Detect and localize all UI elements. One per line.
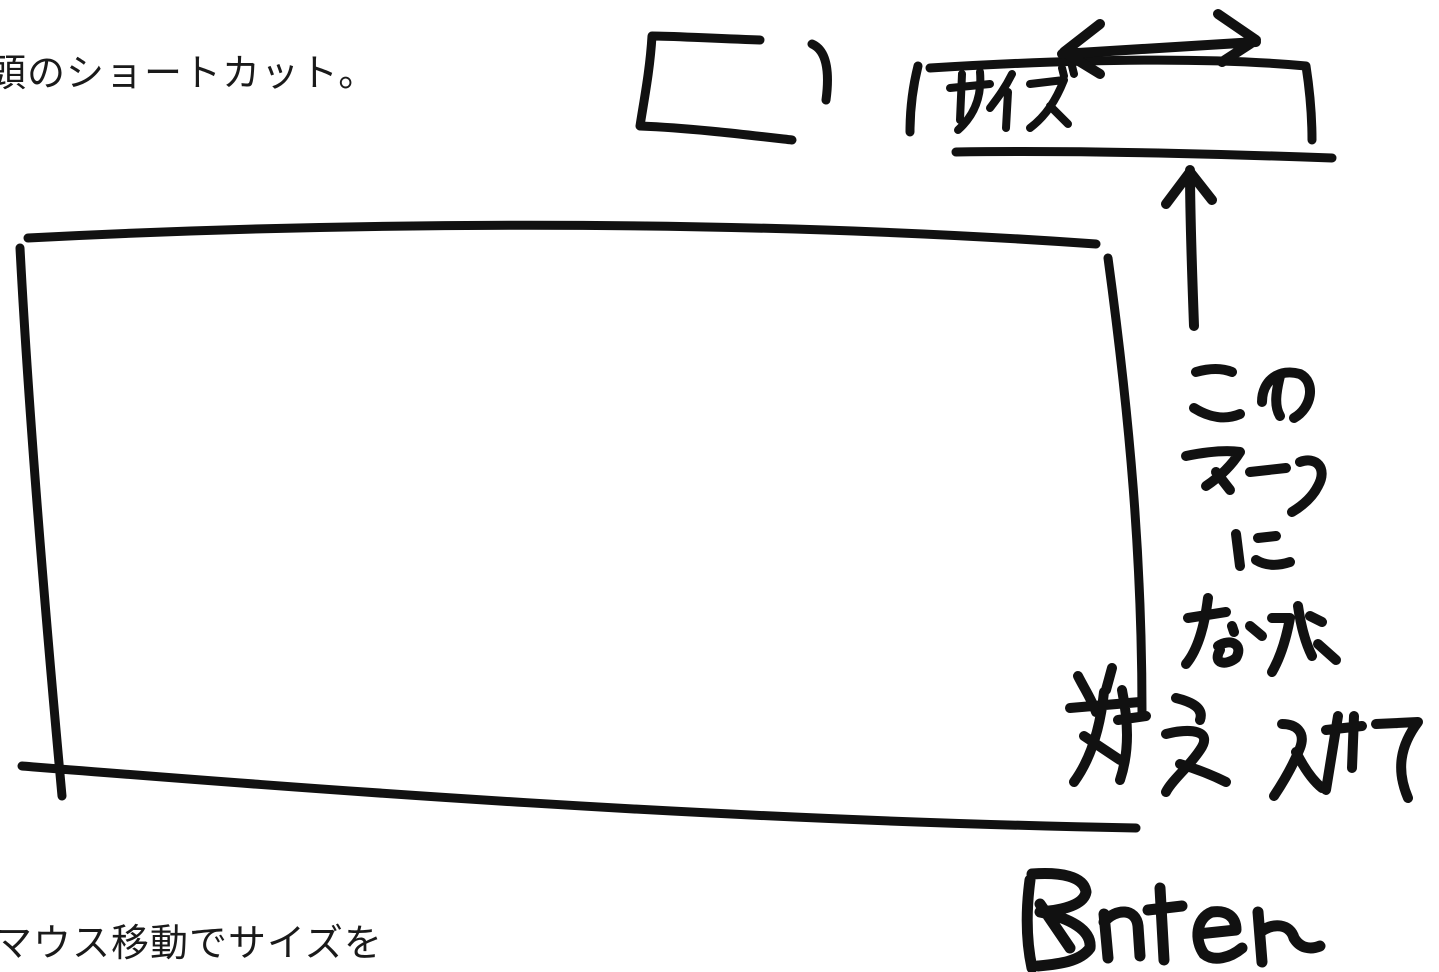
note-line-maaku — [1181, 446, 1327, 517]
size-box-underline — [951, 146, 1337, 163]
note-line-ni — [1231, 529, 1295, 571]
top-caption: 頭のショートカット。 — [0, 51, 378, 95]
up-arrow — [1161, 165, 1217, 331]
double-arrow — [1057, 9, 1261, 79]
note-enter — [1021, 868, 1326, 972]
note-line-nattara — [1181, 593, 1341, 677]
size-box-label — [946, 62, 1078, 134]
bottom-caption: マウス移動でサイズを — [0, 921, 383, 965]
note-line-kono — [1189, 364, 1315, 423]
size-box-outline — [905, 55, 1317, 145]
large-rectangle — [15, 220, 1147, 833]
note-line-suuji-irete — [1065, 663, 1423, 803]
small-empty-box — [635, 31, 832, 145]
